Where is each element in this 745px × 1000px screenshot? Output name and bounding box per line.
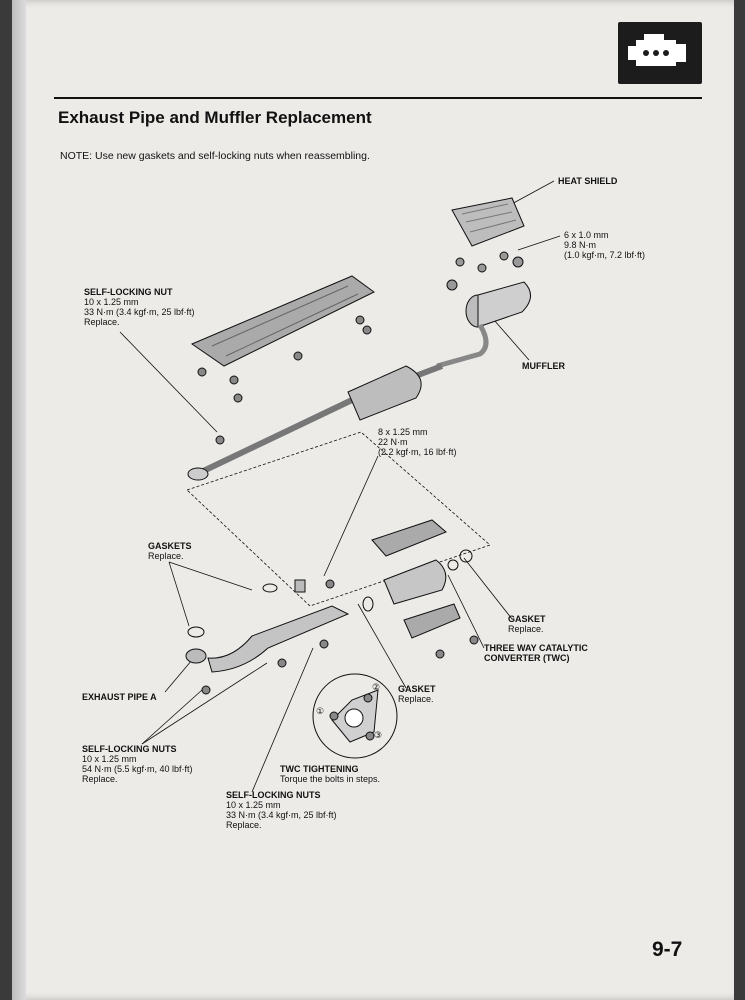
mid-torque-label: 8 x 1.25 mm 22 N·m (2.2 kgf·m, 16 lbf·ft… (378, 427, 457, 457)
self-locking-nuts-left-label: SELF-LOCKING NUTS 10 x 1.25 mm 54 N·m (5… (82, 744, 193, 784)
engine-icon (618, 22, 702, 84)
gaskets-label: GASKETS Replace. (148, 541, 192, 561)
step-1-label: ① (316, 706, 325, 716)
step-3-label: ③ (374, 730, 383, 740)
manual-page: Exhaust Pipe and Muffler Replacement NOT… (12, 0, 734, 1000)
header-rule (54, 97, 702, 99)
page-number: 9-7 (652, 938, 683, 961)
heat-shield-torque-label: 6 x 1.0 mm 9.8 N·m (1.0 kgf·m, 7.2 lbf·f… (564, 230, 646, 260)
leader-lines (119, 180, 561, 793)
three-way-catalytic-converter (371, 519, 479, 659)
exhaust-pipe-a (185, 579, 374, 695)
self-locking-nut-top-label: SELF-LOCKING NUT 10 x 1.25 mm 33 N·m (3.… (84, 287, 195, 327)
center-pipe (187, 363, 444, 481)
step-2-label: ② (372, 682, 381, 692)
binding-edge (12, 0, 26, 1000)
muffler (436, 279, 531, 369)
gasket-right-label: GASKET Replace. (508, 614, 546, 634)
muffler-label: MUFFLER (522, 361, 565, 371)
page-title: Exhaust Pipe and Muffler Replacement (58, 108, 372, 127)
twc-tightening-label: TWC TIGHTENING Torque the bolts in steps… (280, 764, 381, 784)
upper-heat-shield (190, 275, 375, 445)
note-text: NOTE: Use new gaskets and self-locking n… (60, 150, 370, 162)
heat-shield (451, 197, 525, 273)
heat-shield-label: HEAT SHIELD (558, 176, 618, 186)
exhaust-pipe-a-label: EXHAUST PIPE A (82, 692, 157, 702)
self-locking-nuts-bottom-label: SELF-LOCKING NUTS 10 x 1.25 mm 33 N·m (3… (226, 790, 337, 830)
exhaust-diagram (119, 180, 561, 793)
gasket-lower-label: GASKET Replace. (398, 684, 436, 704)
twc-label: THREE WAY CATALYTIC CONVERTER (TWC) (484, 643, 588, 663)
twc-tightening-detail (312, 673, 398, 759)
